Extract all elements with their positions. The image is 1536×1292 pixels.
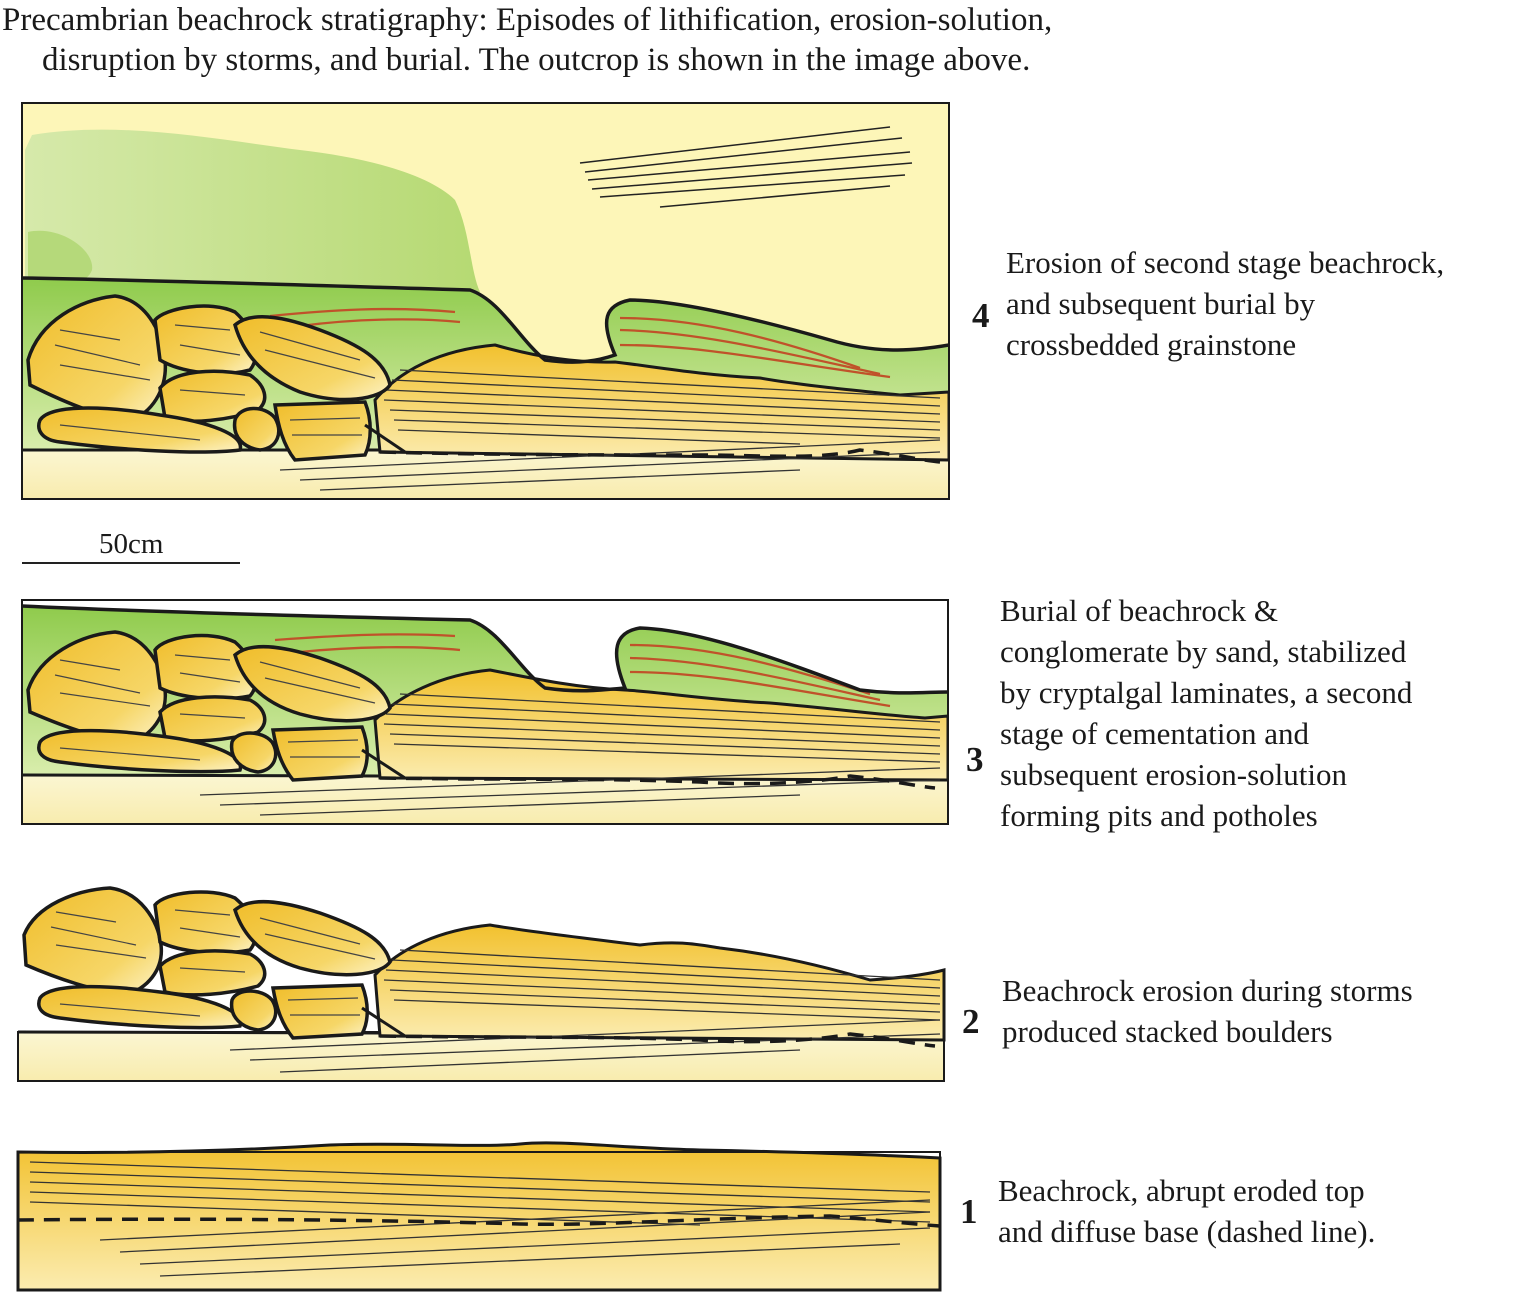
boulder: [158, 949, 267, 997]
boulder: [229, 989, 278, 1032]
caption-line: subsequent erosion-solution: [1000, 757, 1347, 792]
stage-4-section: [22, 103, 949, 499]
scale-bar-label: 50cm: [97, 528, 166, 561]
caption-line: Burial of beachrock &: [1000, 593, 1279, 628]
caption-line: Erosion of second stage beachrock,: [1006, 245, 1445, 280]
caption-line: by cryptalgal laminates, a second: [1000, 675, 1413, 710]
boulder: [37, 406, 243, 454]
stage-1-number: 1: [960, 1192, 978, 1231]
boulder: [232, 899, 392, 977]
figure-title: Precambrian beachrock stratigraphy: Epis…: [2, 0, 1522, 80]
boulder: [270, 983, 369, 1040]
stage-2-caption: Beachrock erosion during storms produced…: [1002, 970, 1413, 1052]
caption-line: and subsequent burial by: [1006, 286, 1316, 321]
boulder: [158, 695, 267, 743]
caption-line: conglomerate by sand, stabilized: [1000, 634, 1407, 669]
stage-1-section: [16, 1141, 942, 1292]
boulder: [270, 725, 369, 782]
stage-1-caption: Beachrock, abrupt eroded top and diffuse…: [998, 1170, 1375, 1252]
caption-line: Beachrock, abrupt eroded top: [998, 1173, 1365, 1208]
boulder: [272, 400, 372, 462]
stage-4-caption: Erosion of second stage beachrock, and s…: [1006, 242, 1444, 365]
stage-3-caption: Burial of beachrock & conglomerate by sa…: [1000, 590, 1412, 836]
eroded-beachrock-block: [25, 129, 480, 292]
caption-line: Beachrock erosion during storms: [1002, 973, 1413, 1008]
scale-bar-line: [22, 562, 240, 564]
stage-3-section: [22, 600, 948, 824]
stage-2-section: [17, 886, 946, 1082]
boulder: [229, 731, 278, 774]
caption-line: crossbedded grainstone: [1006, 327, 1297, 362]
title-line-1: Precambrian beachrock stratigraphy: Epis…: [2, 2, 1053, 38]
boulder: [37, 728, 243, 774]
boulder: [22, 886, 163, 996]
stage-4-number: 4: [972, 296, 990, 335]
scale-bar: 50cm: [22, 528, 240, 568]
stage-2-number: 2: [962, 1002, 980, 1041]
title-line-2: disruption by storms, and burial. The ou…: [42, 42, 1031, 78]
caption-line: forming pits and potholes: [1000, 798, 1318, 833]
boulder: [37, 984, 243, 1030]
boulder: [233, 315, 392, 402]
caption-line: produced stacked boulders: [1002, 1014, 1333, 1049]
beachrock-wedge-3: [373, 668, 948, 782]
caption-line: and diffuse base (dashed line).: [998, 1214, 1376, 1249]
stage-3-number: 3: [966, 740, 984, 779]
caption-line: stage of cementation and: [1000, 716, 1310, 751]
boulder: [232, 406, 281, 452]
